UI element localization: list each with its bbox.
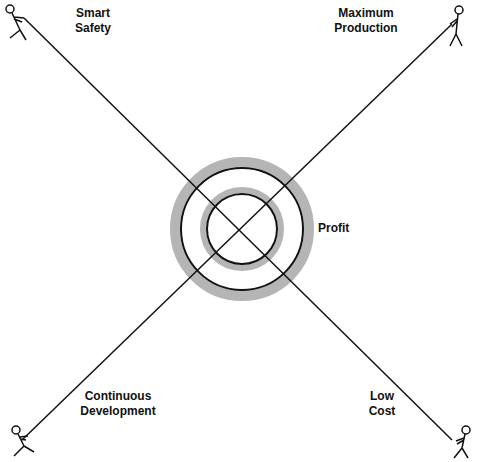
- stick-figure: [454, 426, 470, 458]
- stick-figure: [450, 6, 463, 46]
- stick-figure: [12, 426, 34, 456]
- rope: [22, 24, 452, 440]
- pull-label: Smart Safety: [63, 6, 123, 36]
- pull-label: Maximum Production: [326, 6, 406, 36]
- pull-label: Continuous Development: [70, 389, 166, 419]
- pull-label: Low Cost: [360, 389, 404, 419]
- pull-label: Profit: [318, 221, 378, 236]
- stick-figure: [6, 5, 26, 40]
